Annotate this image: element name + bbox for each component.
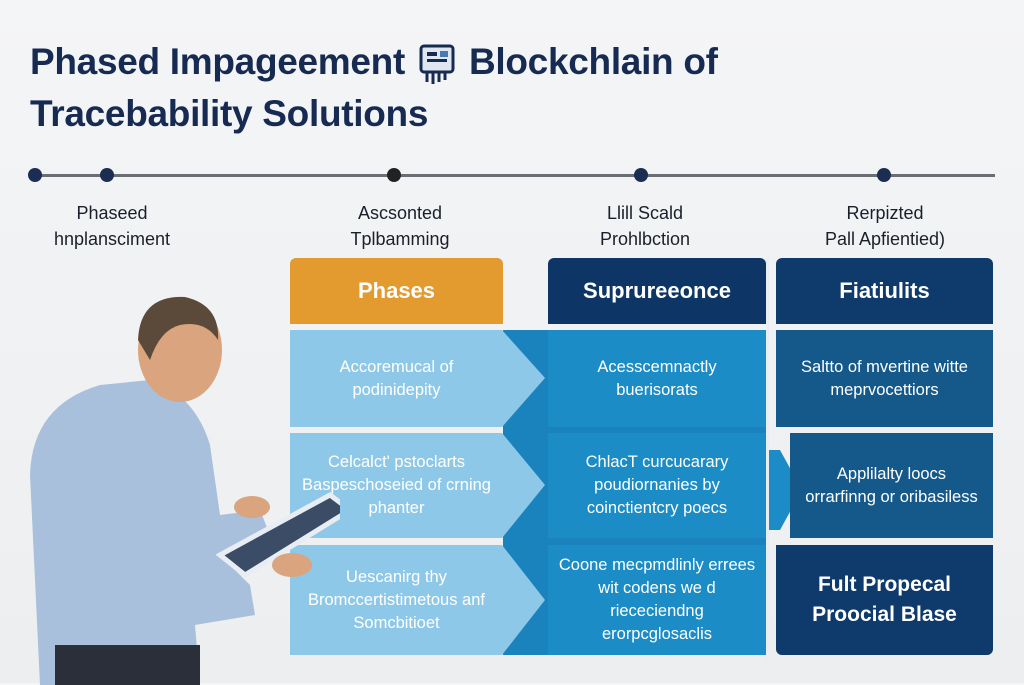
timeline-dot — [28, 168, 42, 182]
phase-cell: Celcalct' pstoclarts Baspeschoseied of c… — [302, 453, 491, 517]
col2-cell: ChlacT curcucarary poudiornanies by coin… — [548, 433, 766, 538]
arrow-shape — [290, 545, 545, 655]
header-col3: Fiatiulits — [776, 258, 993, 324]
timeline-line — [35, 174, 995, 177]
col3-cell: Fult Propecal Proocial Blase — [776, 545, 993, 655]
arrow-right-icon — [760, 450, 802, 530]
header-phases: Phases — [290, 258, 503, 324]
divider-line — [766, 258, 769, 663]
phase-arrows — [290, 330, 545, 655]
title-part: Blockchlain of — [468, 41, 718, 82]
phase-cell: Uescanirg thy Bromccertistimetous anf So… — [308, 567, 485, 632]
title-part: Phased Impageement — [30, 41, 406, 82]
arrow-shape — [290, 330, 545, 427]
title-line2: Tracebability Solutions — [30, 93, 429, 134]
col2-cell: Coone mecpmdlinly errees wit codens we d… — [548, 545, 766, 655]
arrow-shape — [290, 433, 545, 538]
col3-cell: Applilalty loocs orrarfinng or oribasile… — [790, 433, 993, 538]
blockchain-document-icon — [415, 42, 459, 86]
person-with-tablet-illustration — [30, 296, 340, 685]
phase-cell: Accoremucal of podinidepity — [339, 357, 454, 399]
timeline-dot — [387, 168, 401, 182]
col2-cell: Acesscemnactly buerisorats — [548, 330, 766, 427]
col3-cell: Saltto of mvertine witte meprvocettiors — [776, 330, 993, 427]
timeline-dot — [634, 168, 648, 182]
timeline-dot — [100, 168, 114, 182]
header-col2: Suprureeonce — [548, 258, 766, 324]
timeline-dot — [877, 168, 891, 182]
page-title: Phased Impageement Blockchlain of Traceb… — [30, 36, 718, 140]
